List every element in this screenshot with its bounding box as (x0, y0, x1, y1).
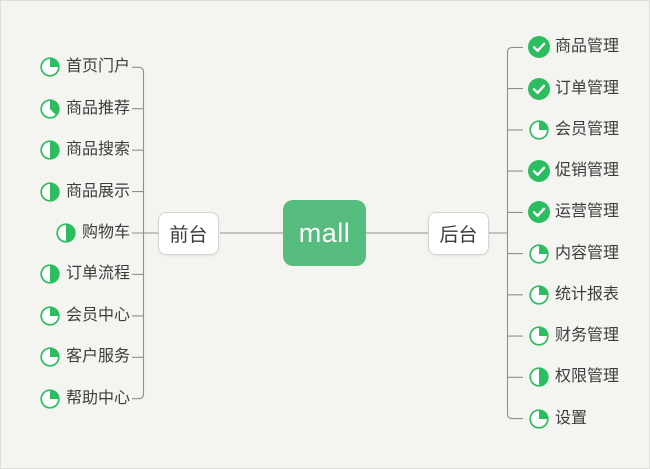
progress-pie-icon (39, 346, 61, 368)
check-circle-icon (528, 77, 550, 100)
topic-label: 会员中心 (65, 306, 130, 324)
progress-pie-icon (528, 243, 550, 265)
topic-label: 会员管理 (555, 120, 620, 138)
topic-label: 购物车 (81, 224, 130, 241)
topic-label: 商品管理 (555, 38, 620, 56)
topic-item[interactable]: 会员管理 (528, 119, 619, 141)
topic-item[interactable]: 帮助中心 (39, 388, 130, 410)
topic-label: 促销管理 (555, 162, 620, 180)
progress-pie-icon (528, 325, 550, 347)
topic-label: 运营管理 (555, 203, 620, 221)
topic-item[interactable]: 商品管理 (528, 36, 620, 59)
progress-pie-icon (39, 139, 61, 161)
progress-pie-icon (39, 181, 61, 203)
topic-label: 设置 (555, 409, 588, 427)
topic-label: 商品搜索 (65, 141, 130, 159)
progress-pie-icon (528, 119, 550, 141)
check-circle-icon (528, 36, 550, 59)
topic-item[interactable]: 订单管理 (528, 77, 620, 100)
topic-label: 帮助中心 (65, 389, 130, 407)
topic-item[interactable]: 运营管理 (528, 201, 620, 224)
check-circle-icon (528, 201, 550, 224)
root-node[interactable]: mall (283, 200, 366, 266)
topic-label: 商品展示 (65, 182, 130, 200)
topic-label: 订单管理 (555, 79, 620, 97)
topic-item[interactable]: 会员中心 (39, 305, 130, 327)
topic-label: 商品推荐 (65, 99, 130, 117)
progress-pie-icon (528, 284, 550, 306)
progress-pie-icon (528, 408, 550, 430)
progress-pie-icon (39, 388, 61, 410)
topic-item[interactable]: 设置 (528, 408, 587, 430)
progress-pie-icon (55, 222, 77, 244)
topic-item[interactable]: 客户服务 (39, 346, 130, 368)
back-branch-node[interactable]: 后台 (428, 212, 489, 255)
topic-item[interactable]: 统计报表 (528, 284, 619, 306)
topic-item[interactable]: 商品展示 (39, 181, 130, 203)
progress-pie-icon (39, 263, 61, 285)
topic-label: 内容管理 (555, 244, 620, 262)
topic-label: 权限管理 (555, 368, 620, 386)
topic-item[interactable]: 订单流程 (39, 263, 130, 285)
topic-label: 订单流程 (65, 265, 130, 283)
topic-item[interactable]: 商品推荐 (39, 98, 130, 120)
progress-pie-icon (39, 98, 61, 120)
topic-item[interactable]: 商品搜索 (39, 139, 130, 161)
topic-item[interactable]: 促销管理 (528, 160, 620, 183)
progress-pie-icon (39, 56, 61, 78)
topic-item[interactable]: 财务管理 (528, 325, 619, 347)
topic-item[interactable]: 首页门户 (39, 56, 130, 78)
topic-item[interactable]: 权限管理 (528, 366, 619, 388)
progress-pie-icon (528, 366, 550, 388)
topic-item[interactable]: 购物车 (55, 222, 130, 244)
topic-label: 财务管理 (555, 327, 620, 345)
topic-item[interactable]: 内容管理 (528, 243, 619, 265)
topic-label: 统计报表 (555, 285, 620, 303)
check-circle-icon (528, 160, 550, 183)
topic-label: 首页门户 (65, 58, 130, 76)
topic-label: 客户服务 (65, 348, 130, 366)
progress-pie-icon (39, 305, 61, 327)
front-branch-node[interactable]: 前台 (158, 212, 219, 255)
